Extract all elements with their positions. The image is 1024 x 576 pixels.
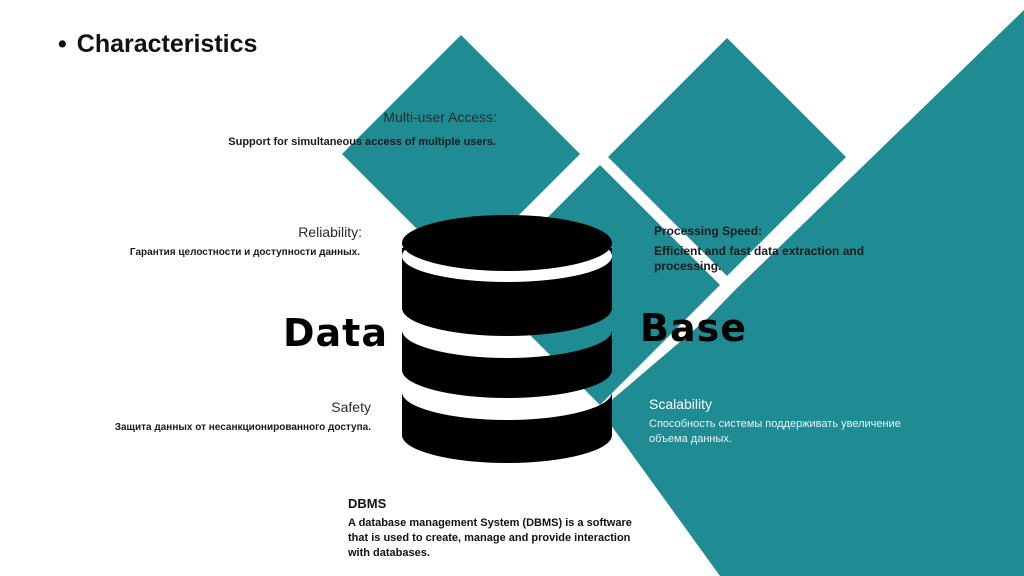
database-cylinder-icon bbox=[402, 215, 612, 463]
multi-user-heading: Multi-user Access: bbox=[383, 109, 497, 125]
reliability-heading: Reliability: bbox=[298, 224, 362, 240]
title-bullet: • bbox=[58, 30, 67, 58]
diamond-lower-right bbox=[600, 290, 1024, 576]
scalability-heading: Scalability bbox=[649, 396, 713, 412]
triangle-right bbox=[735, 10, 1024, 565]
safety-heading: Safety bbox=[331, 399, 371, 415]
title-text: Characteristics bbox=[76, 30, 258, 58]
word-base: Base bbox=[640, 306, 747, 350]
diamond-top-left bbox=[342, 35, 580, 273]
word-data: Data bbox=[283, 311, 388, 355]
dbms-text: A database management System (DBMS) is a… bbox=[348, 517, 632, 559]
diamond-top-right bbox=[608, 38, 846, 276]
scalability-text: Способность системы поддерживать увеличе… bbox=[649, 418, 901, 445]
slide-title: • Characteristics bbox=[58, 30, 257, 59]
multi-user-text: Support for simultaneous access of multi… bbox=[228, 136, 496, 148]
reliability-text: Гарантия целостности и доступности данны… bbox=[129, 247, 360, 258]
dbms-heading: DBMS bbox=[348, 496, 387, 511]
processing-heading: Processing Speed: bbox=[654, 224, 763, 238]
processing-text: Efficient and fast data extraction and p… bbox=[654, 244, 865, 273]
triangle-lower bbox=[600, 295, 1000, 576]
safety-text: Защита данных от несанкционированного до… bbox=[114, 422, 371, 433]
